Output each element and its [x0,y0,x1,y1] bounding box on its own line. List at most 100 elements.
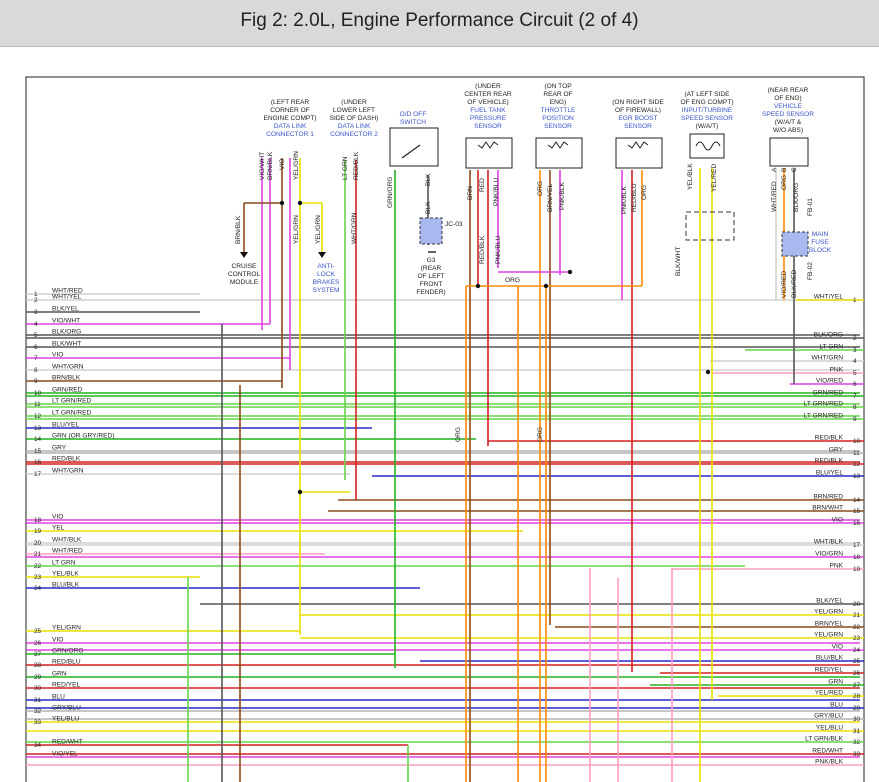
component-label-ftp: CENTER REAR [464,91,511,98]
component-label-tps: POSITION [542,115,574,122]
right-wire-label-32: LT GRN/BLK [805,736,843,743]
left-pin-10: 10 [34,390,42,397]
component-label-dlc1: (LEFT REAR [271,99,310,106]
ground-g3-label: FENDER) [416,289,445,296]
ground-g3-label: G3 [427,257,436,264]
right-pin-1: 1 [853,297,857,304]
left-wire-label-31: BLU [52,694,65,701]
right-wire-label-7: GRN/RED [813,390,844,397]
left-wire-label-32: GRY/BLU [52,705,81,712]
right-wire-label-15: BRN/WHT [812,505,843,512]
vertical-wire-label-vss: ORG [781,175,788,190]
vertical-wire-label-mid: BLK/RED [791,270,798,298]
left-wire-label-2: WHT/YEL [52,294,82,301]
component-label-vss: (W/A/T & [775,119,802,126]
left-pin-19: 19 [34,528,42,535]
component-label-its: INPUT/TURBINE [682,107,733,114]
left-pin-3: 3 [34,309,38,316]
vertical-wire-label-dlc1: VIO [279,159,286,170]
main-fuse-block-icon [781,231,809,257]
right-pin-23: 23 [853,635,861,642]
right-wire-label-8: LT GRN/RED [804,401,844,408]
left-pin-26: 26 [34,640,42,647]
left-wire-label-5: BLK/ORG [52,329,81,336]
left-wire-label-9: BRN/BLK [52,375,81,382]
right-wire-label-6: VIO/RED [816,378,843,385]
left-pin-12: 12 [34,413,42,420]
right-wire-label-13: BLU/YEL [816,470,843,477]
right-pin-28: 28 [853,693,861,700]
right-pin-18: 18 [853,554,861,561]
splice-dot [297,489,303,495]
left-wire-label-10: GRN/RED [52,387,83,394]
right-pin-26: 26 [853,670,861,677]
left-wire-label-7: VIO [52,352,63,359]
main-fuse-block-label: FUSE [811,239,829,246]
right-pin-12: 12 [853,461,861,468]
component-label-egr: EGR BOOST [618,115,657,122]
left-wire-label-19: YEL [52,525,65,532]
vertical-wire-label-mid: BRN/BLK [235,215,242,244]
switch-contact-icon [401,144,421,159]
component-label-dlc1: CONNECTOR 1 [266,131,314,138]
throttle-position-sensor-box [535,137,583,169]
component-label-dlc2: LOWER LEFT [333,107,375,114]
left-wire-label-4: VIO/WHT [52,318,80,325]
left-pin-14: 14 [34,436,42,443]
right-pin-20: 20 [853,601,861,608]
vertical-wire-label-od: BLK [425,201,432,214]
vertical-wire-label-egr: ORG [641,185,648,200]
splice-dot [297,200,303,206]
component-label-od: SWITCH [400,119,426,126]
component-label-egr: OF FIREWALL) [615,107,661,114]
fb01-label: FB-01 [807,198,814,216]
org-bus-label: ORG [505,277,520,284]
cruise-control-module-label: CONTROL [228,271,261,278]
page-title: Fig 2: 2.0L, Engine Performance Circuit … [240,10,639,31]
right-pin-4: 4 [853,358,857,365]
vertical-wire-label-mid: YEL/GRN [293,215,300,244]
right-wire-label-18: VIO/GRN [815,551,843,558]
right-pin-22: 22 [853,624,861,631]
right-pin-17: 17 [853,542,861,549]
left-wire-label-13: BLU/YEL [52,422,79,429]
fuel-tank-pressure-sensor-box [465,137,513,169]
left-pin-29: 29 [34,674,42,681]
left-wire-label-12: LT GRN/RED [52,410,92,417]
right-pin-29: 29 [853,705,861,712]
arrow-icon [318,252,326,258]
left-pin-17: 17 [34,471,42,478]
left-wire-label-27: GRN/ORG [52,648,84,655]
left-pin-9: 9 [34,378,38,385]
component-label-tps: SENSOR [544,123,572,130]
right-wire-label-16: VIO [832,517,843,524]
left-pin-6: 6 [34,344,38,351]
left-wire-label-22: LT GRN [52,560,76,567]
left-wire-label-26: VIO [52,637,63,644]
component-label-its: (W/A/T) [696,123,719,130]
left-pin-7: 7 [34,355,38,362]
vertical-wire-label-egr: PNK/BLK [621,186,628,214]
right-pin-3: 3 [853,347,857,354]
vertical-wire-label-vss_pins: B [781,167,788,172]
egr-boost-sensor-box [615,137,663,169]
fb02-label: FB-02 [807,262,814,280]
left-pin-1: 1 [34,291,38,298]
left-pin-16: 16 [34,459,42,466]
right-wire-label-10: RED/BLK [815,435,844,442]
component-label-od: O/D OFF [400,111,427,118]
coil-icon [695,141,721,151]
right-pin-8: 8 [853,404,857,411]
left-wire-label-24: BLU/BLK [52,582,80,589]
left-wire-label-1: WHT/RED [52,288,83,295]
right-pin-24: 24 [853,647,861,654]
vertical-wire-label-mid: ORG [455,427,462,442]
component-label-dlc1: ENGINE COMPT) [263,115,316,122]
left-wire-label-17: WHT/GRN [52,468,84,475]
component-label-ftp: SENSOR [474,123,502,130]
component-label-vss: VEHICLE [774,103,803,110]
component-label-dlc2: DATA LINK [338,123,371,130]
right-pin-2: 2 [853,335,857,342]
vertical-wire-label-vss_pins: A [771,167,778,172]
